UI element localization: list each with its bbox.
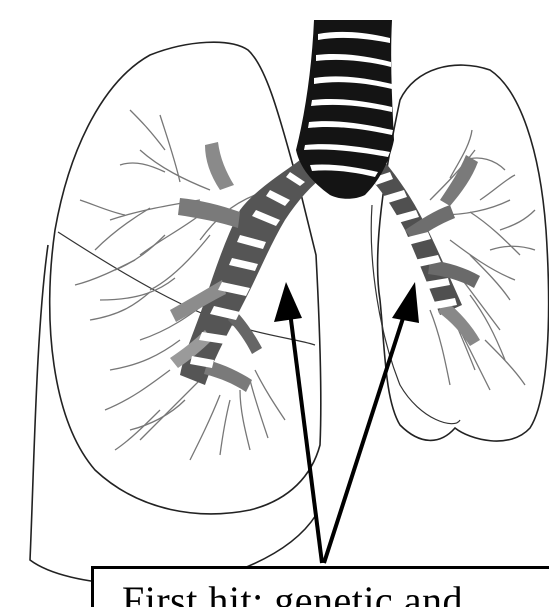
arrow-right-head [392,282,419,323]
right-lung-outline [50,42,321,514]
left-lung-outline [378,65,549,441]
right-bronchus [170,142,325,392]
left-bronchus [362,155,480,346]
trachea [296,20,394,199]
arrow-left-head [274,282,302,322]
caption-box: First hit: genetic and [91,566,549,607]
arrow-right-shaft [324,312,405,563]
left-bronchioles [430,130,535,390]
caption-text: First hit: genetic and [122,577,463,607]
arrows [274,282,419,563]
right-bronchioles [75,110,285,460]
arrow-left-shaft [290,312,322,563]
right-lung-lower-lobe [30,245,316,585]
